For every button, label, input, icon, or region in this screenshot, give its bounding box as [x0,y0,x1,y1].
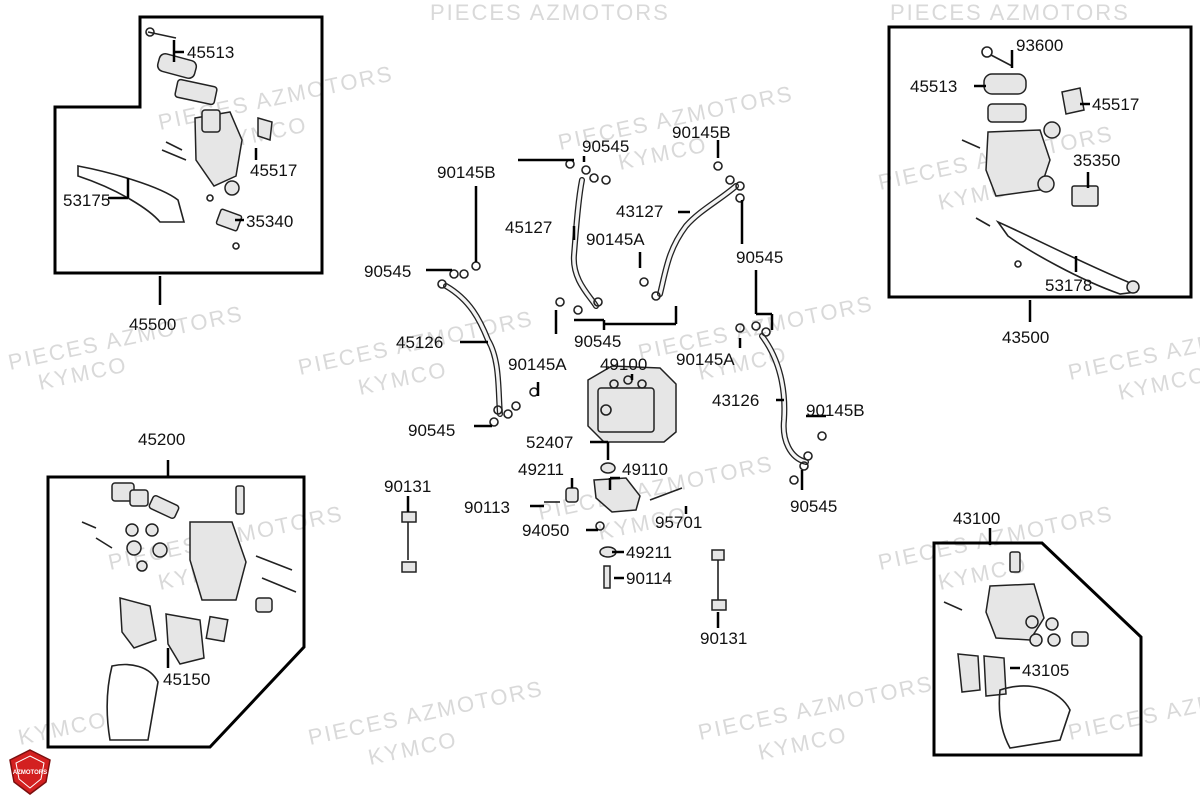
center-leaders [406,140,826,628]
part-label: 90145A [586,230,645,249]
part-label: 90131 [384,477,431,496]
reservoir-cap-part [983,73,1027,95]
reservoir-cap-part [156,52,198,80]
bleeder-part [235,485,245,515]
part-label: 90545 [574,332,621,351]
part-label: 45517 [250,161,297,180]
assembly-43500: 93600 45513 45517 35350 53178 43500 [887,25,1193,347]
banjo-fittings [437,159,827,485]
grommet-part [565,487,579,503]
hose-part [657,183,739,297]
part-label: 53175 [63,191,110,210]
bolt-part [943,601,963,611]
part-label: 52407 [526,433,573,452]
part-label: 94050 [522,521,569,540]
screw-part [147,31,177,39]
assembly-45500: 45513 45517 53175 35340 45500 [53,15,324,334]
lever-part [995,220,1138,295]
part-label: 45126 [396,333,443,352]
abs-unit-group [401,365,727,611]
part-label: 95701 [655,513,702,532]
part-label: 43105 [1022,661,1069,680]
pin-part [961,139,991,227]
watermark-text: PIECES AZMOTORS [890,0,1130,25]
part-label: 90145B [672,123,731,142]
center-labels: 90545 90145B 90545 45127 90145A 90145B 4… [364,123,865,648]
assembly-label: 45500 [129,315,176,334]
part-label: 90145A [676,350,735,369]
shim-part [205,615,229,643]
diaphragm-part [987,103,1027,123]
switch-part [257,117,273,142]
watermark-text: KYMCO [16,707,110,750]
lever-part [77,165,186,223]
assembly-label: 45200 [138,430,185,449]
part-label: 90131 [700,629,747,648]
part-label: 49211 [626,543,672,562]
collar-part [603,565,611,589]
watermark-text: PIECES AZMOTORS [1066,671,1200,745]
logo-text: AZMOTORS [12,770,48,776]
part-label: 90114 [626,569,672,588]
azmotors-logo [9,749,51,795]
part-label: 90545 [364,262,411,281]
part-label: 90145B [806,401,865,420]
hose-lines [437,159,827,485]
bolt-part [711,549,725,561]
part-label: 90545 [408,421,455,440]
caliper-body-part [985,583,1045,641]
brake-pad-part [983,655,1007,697]
part-label: 53178 [1045,276,1092,295]
part-label: 45513 [187,43,234,62]
assembly-frame [932,541,1143,757]
part-label: 45513 [910,77,957,96]
assembly-frame [46,475,306,749]
bleeder-part [1009,551,1021,573]
part-label: 45127 [505,218,552,237]
part-label: 35340 [246,212,293,231]
brake-pad-part [165,613,205,665]
pin-part [161,141,187,161]
part-label: 90545 [790,497,837,516]
bolt-part [81,521,113,549]
part-label: 45517 [1092,95,1139,114]
brake-switch-part [1071,185,1099,207]
part-label: 90545 [582,137,629,156]
part-label: 45150 [163,670,210,689]
assembly-label: 43500 [1002,328,1049,347]
part-label: 90145A [508,355,567,374]
part-label: 90545 [736,248,783,267]
brake-pad-part [119,597,157,649]
bracket-part [106,663,159,741]
part-label: 43127 [616,202,663,221]
bolt-part [649,487,683,501]
part-label: 90145B [437,163,496,182]
part-label: 49100 [600,355,647,374]
diaphragm-part [174,78,218,106]
part-label: 49211 [518,460,564,479]
bracket-part [593,477,641,513]
part-label: 49110 [622,460,668,479]
brake-switch-part [215,208,243,232]
part-label: 93600 [1016,36,1063,55]
part-label: 35350 [1073,151,1120,170]
screw-part [981,46,993,58]
pin-part [255,555,297,593]
grommet-part [600,462,616,474]
part-label: 43126 [712,391,759,410]
assembly-label: 43100 [953,509,1000,528]
part-label: 90113 [464,498,510,517]
watermark-text: PIECES AZMOTORS [430,0,670,25]
assembly-frame [53,15,324,275]
assembly-45200: 45200 45150 [46,430,306,749]
assembly-43100: 43100 43105 [932,509,1143,757]
bracket-part [998,685,1071,749]
switch-part [1061,87,1085,115]
caliper-body-part [189,521,247,601]
brake-pad-part [957,653,981,693]
assembly-frame [887,25,1193,299]
bolt-part [401,511,417,523]
